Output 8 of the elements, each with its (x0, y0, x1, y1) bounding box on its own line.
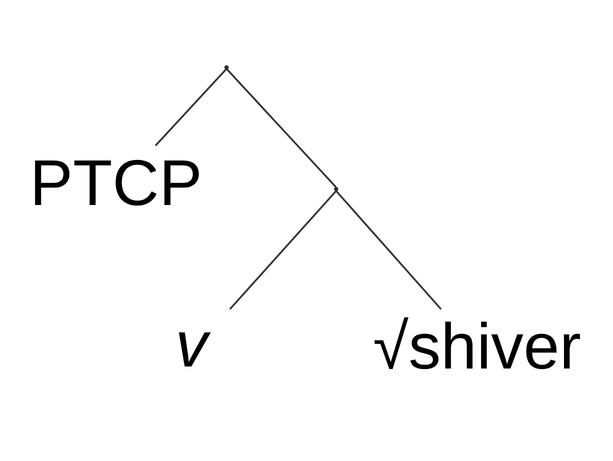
connector (336, 190, 442, 310)
node-point (334, 186, 338, 191)
connector (154, 68, 228, 146)
connector (229, 190, 337, 310)
node-point (224, 64, 229, 70)
node-text: √shiver (372, 309, 581, 382)
connector (226, 68, 337, 188)
node-text: PTCP (30, 145, 202, 218)
